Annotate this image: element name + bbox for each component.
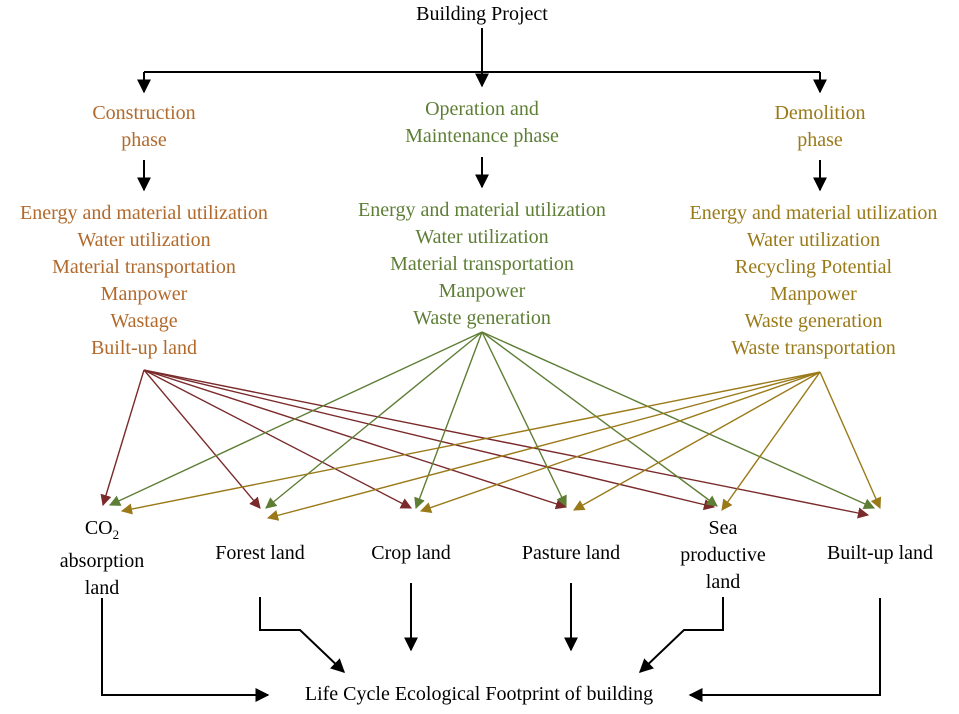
demolition-to-pasture (573, 371, 821, 511)
land-forest-label: Forest land (215, 542, 305, 564)
phase-to-input-arrows (137, 157, 827, 192)
demolition-arrows (120, 371, 882, 521)
arrow-builtup-footer (688, 598, 881, 702)
operation-arrows (108, 331, 876, 510)
construction-phase-line2: phase (121, 129, 167, 151)
list-item: Manpower (438, 280, 526, 302)
land-co2-line1: CO2 (42, 515, 162, 548)
operation-inputs-list: Energy and material utilization Water ut… (332, 197, 632, 332)
list-item: Material transportation (390, 253, 574, 275)
operation-phase-line2: Maintenance phase (405, 125, 559, 147)
demolition-to-crop (419, 371, 821, 513)
demolition-inputs-list: Energy and material utilization Water ut… (668, 200, 959, 362)
land-co2-absorption: CO2 absorption land (42, 515, 162, 602)
list-item: Wastage (110, 310, 178, 332)
building-project-title: Building Project (416, 3, 548, 25)
list-item: Water utilization (415, 226, 549, 248)
co2-subscript: 2 (112, 527, 120, 542)
operation-to-sea (481, 331, 718, 507)
construction-to-crop (143, 369, 412, 509)
land-to-footer-arrows (101, 583, 881, 702)
arrow-forest-footer (259, 597, 346, 673)
top-connector (137, 28, 827, 94)
demolition-phase-label: Demolition phase (720, 100, 920, 154)
list-item: Waste generation (413, 307, 551, 329)
operation-phase-line1: Operation and (425, 98, 539, 120)
operation-to-co2 (108, 331, 483, 506)
land-sea-productive: Sea productive land (663, 515, 783, 596)
operation-to-crop (414, 331, 483, 510)
operation-to-pasture (481, 331, 567, 508)
arrow-co2-footer (101, 598, 270, 702)
list-item: Energy and material utilization (358, 199, 606, 221)
footer-title: Life Cycle Ecological Footprint of build… (304, 683, 654, 705)
list-item: Water utilization (77, 229, 211, 251)
co2-main: CO (84, 517, 113, 539)
list-item: Waste transportation (731, 337, 896, 359)
demolition-phase-line1: Demolition (774, 102, 866, 124)
list-item: Manpower (770, 283, 857, 305)
land-pasture-label: Pasture land (521, 542, 621, 564)
land-crop-label: Crop land (371, 542, 451, 564)
demolition-to-sea (721, 371, 821, 511)
land-co2-line3: land (84, 577, 120, 599)
list-item: Manpower (100, 283, 188, 305)
demolition-to-forest (266, 371, 821, 521)
land-builtup: Built-up land (805, 540, 955, 567)
construction-inputs-list: Energy and material utilization Water ut… (0, 200, 288, 362)
demolition-to-co2 (120, 371, 821, 515)
operation-to-forest (265, 331, 483, 509)
list-item: Energy and material utilization (689, 202, 938, 224)
list-item: Material transportation (52, 256, 236, 278)
land-forest: Forest land (190, 540, 330, 567)
demolition-to-builtup (819, 371, 882, 510)
land-builtup-label: Built-up land (826, 542, 934, 564)
list-item: Waste generation (744, 310, 883, 332)
list-item: Built-up land (90, 337, 198, 359)
list-item: Recycling Potential (734, 256, 893, 278)
construction-to-pasture (143, 369, 568, 510)
land-sea-line3: land (705, 571, 741, 593)
land-sea-line2: productive (680, 544, 766, 566)
operation-phase-label: Operation and Maintenance phase (352, 96, 612, 150)
arrow-sea-footer (638, 597, 724, 673)
demolition-phase-line2: phase (797, 129, 843, 151)
construction-to-forest (143, 369, 261, 509)
land-co2-line2: absorption (59, 550, 145, 572)
construction-phase-line1: Construction (92, 102, 196, 124)
list-item: Energy and material utilization (20, 202, 268, 224)
list-item: Water utilization (746, 229, 881, 251)
construction-to-builtup (143, 369, 870, 519)
land-crop: Crop land (346, 540, 476, 567)
operation-to-builtup (481, 331, 876, 509)
construction-to-co2 (100, 369, 145, 507)
construction-phase-label: Construction phase (44, 100, 244, 154)
construction-arrows (100, 369, 870, 519)
land-sea-line1: Sea (708, 517, 738, 539)
land-pasture: Pasture land (496, 540, 646, 567)
